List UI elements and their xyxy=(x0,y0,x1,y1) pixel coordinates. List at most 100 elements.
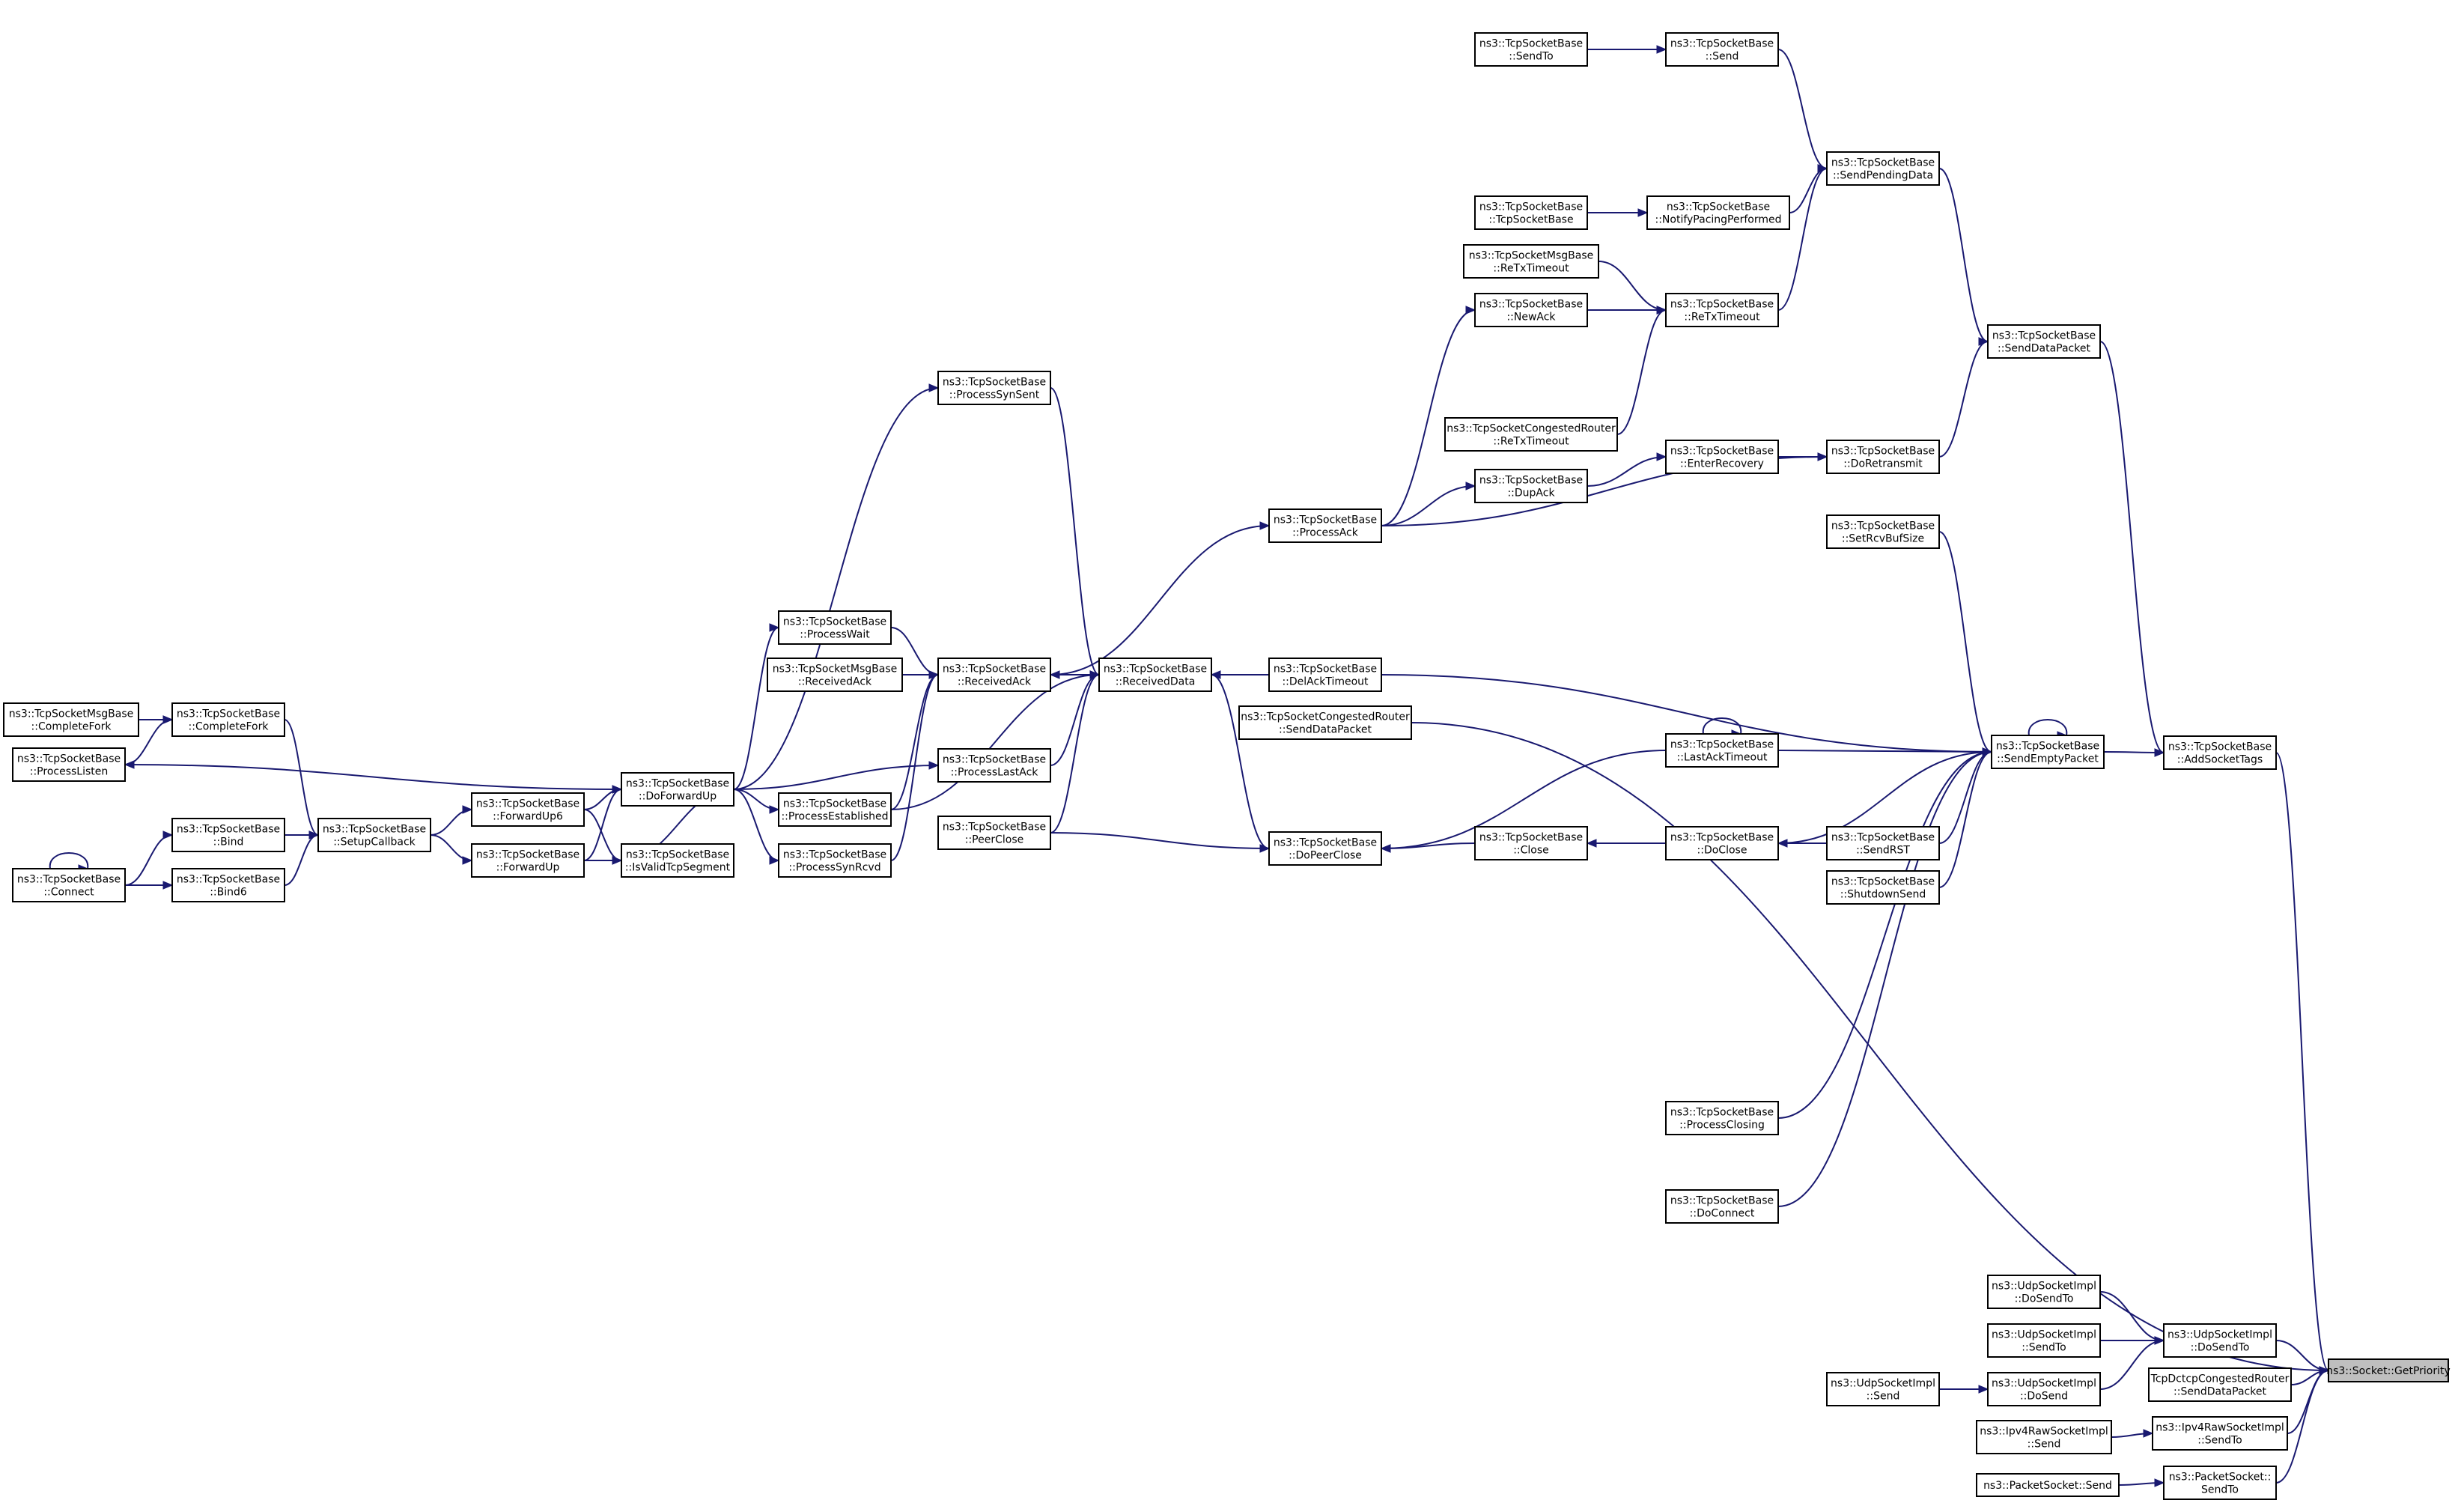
node-box xyxy=(1826,870,1940,905)
node-sendrst[interactable]: ns3::TcpSocketBase::SendRST xyxy=(1826,826,1940,860)
node-retxtimeout[interactable]: ns3::TcpSocketBase::ReTxTimeout xyxy=(1665,293,1779,327)
node-box xyxy=(2163,1466,2277,1500)
node-doforwardup[interactable]: ns3::TcpSocketBase::DoForwardUp xyxy=(621,772,734,807)
node-forwardup6[interactable]: ns3::TcpSocketBase::ForwardUp6 xyxy=(471,792,585,827)
node-label-line: ns3::TcpSocketBase xyxy=(1479,299,1583,311)
node-peerclose[interactable]: ns3::TcpSocketBase::PeerClose xyxy=(937,816,1051,850)
node-sendpendingdata[interactable]: ns3::TcpSocketBase::SendPendingData xyxy=(1826,151,1940,186)
node-label-line: ::DoClose xyxy=(1697,845,1747,857)
node-processack[interactable]: ns3::TcpSocketBase::ProcessAck xyxy=(1268,508,1382,543)
node-box xyxy=(1665,733,1779,768)
node-box xyxy=(1976,1473,2120,1497)
node-label-line: ns3::TcpSocketBase xyxy=(1479,832,1583,844)
node-label-line: ::ProcessListen xyxy=(30,766,109,778)
node-dupack[interactable]: ns3::TcpSocketBase::DupAck xyxy=(1474,469,1588,503)
node-isvalidtcp[interactable]: ns3::TcpSocketBase::IsValidTcpSegment xyxy=(621,843,734,878)
node-packet_sendto[interactable]: ns3::PacketSocket::SendTo xyxy=(2163,1466,2277,1500)
node-dopeerclose[interactable]: ns3::TcpSocketBase::DoPeerClose xyxy=(1268,831,1382,866)
arrowhead-receivedack-to-processack xyxy=(1259,521,1271,530)
arrowhead-processack-to-newack xyxy=(1465,306,1476,315)
arrowhead-connect-to-bind6 xyxy=(162,881,174,890)
node-processsynsent[interactable]: ns3::TcpSocketBase::ProcessSynSent xyxy=(937,371,1051,405)
arrowhead-setupcallback-to-forwardup6 xyxy=(462,805,473,814)
node-bind[interactable]: ns3::TcpSocketBase::Bind xyxy=(171,818,285,852)
node-box xyxy=(1098,658,1212,692)
node-sendto[interactable]: ns3::TcpSocketBase::SendTo xyxy=(1474,32,1588,67)
node-msg_retx[interactable]: ns3::TcpSocketMsgBase::ReTxTimeout xyxy=(1463,244,1599,279)
arrowhead-close-to-dopeerclose xyxy=(1380,844,1391,853)
node-cong_retx[interactable]: ns3::TcpSocketCongestedRouter::ReTxTimeo… xyxy=(1444,417,1618,452)
arrowhead-packet_send-to-packet_sendto xyxy=(2154,1478,2165,1487)
node-udp_dosendto2[interactable]: ns3::UdpSocketImpl::DoSendTo xyxy=(1987,1275,2101,1309)
node-receiveddata[interactable]: ns3::TcpSocketBase::ReceivedData xyxy=(1098,658,1212,692)
node-udp_dosend[interactable]: ns3::UdpSocketImpl::DoSend xyxy=(1987,1372,2101,1406)
node-cong_senddata[interactable]: ns3::TcpSocketCongestedRouter::SendDataP… xyxy=(1238,705,1412,740)
node-label-line: ::ForwardUp xyxy=(496,862,560,874)
node-completefork[interactable]: ns3::TcpSocketBase::CompleteFork xyxy=(171,702,285,737)
edge-processsynsent-to-receiveddata xyxy=(1050,387,1100,675)
node-addsockettags[interactable]: ns3::TcpSocketBase::AddSocketTags xyxy=(2163,735,2277,770)
node-box xyxy=(471,792,585,827)
node-label-line: ns3::TcpSocketBase xyxy=(1274,664,1377,675)
node-bind6[interactable]: ns3::TcpSocketBase::Bind6 xyxy=(171,868,285,902)
node-dctcp_senddata[interactable]: TcpDctcpCongestedRouter::SendDataPacket xyxy=(2148,1367,2292,1402)
node-box xyxy=(2328,1358,2449,1382)
node-label-line: ::DoSend xyxy=(2020,1391,2068,1403)
node-label-line: ::NewAck xyxy=(1506,312,1556,324)
node-label-line: ns3::TcpSocketBase xyxy=(1667,201,1770,213)
node-processsynrcvd[interactable]: ns3::TcpSocketBase::ProcessSynRcvd xyxy=(778,843,892,878)
node-notifypacing[interactable]: ns3::TcpSocketBase::NotifyPacingPerforme… xyxy=(1646,195,1790,230)
node-ipv4raw_sendto[interactable]: ns3::Ipv4RawSocketImpl::SendTo xyxy=(2152,1416,2288,1451)
node-doconnect[interactable]: ns3::TcpSocketBase::DoConnect xyxy=(1665,1189,1779,1224)
node-receivedack[interactable]: ns3::TcpSocketBase::ReceivedAck xyxy=(937,658,1051,692)
node-box xyxy=(1474,469,1588,503)
node-processclosing[interactable]: ns3::TcpSocketBase::ProcessClosing xyxy=(1665,1101,1779,1135)
arrowhead-doclose-to-close xyxy=(1586,839,1597,848)
node-box xyxy=(171,818,285,852)
node-connect[interactable]: ns3::TcpSocketBase::Connect xyxy=(12,868,126,902)
node-ctor[interactable]: ns3::TcpSocketBase::TcpSocketBase xyxy=(1474,195,1588,230)
edge-dupack-to-enterrecovery xyxy=(1587,456,1667,487)
node-forwardup[interactable]: ns3::TcpSocketBase::ForwardUp xyxy=(471,843,585,878)
node-udp_send[interactable]: ns3::UdpSocketImpl::Send xyxy=(1826,1372,1940,1406)
node-send[interactable]: ns3::TcpSocketBase::Send xyxy=(1665,32,1779,67)
node-udp_sendto[interactable]: ns3::UdpSocketImpl::SendTo xyxy=(1987,1323,2101,1358)
graph-nodes: ns3::Socket::GetPriority ns3::TcpSocketBa… xyxy=(3,32,2451,1500)
edge-cong_senddata-to-getpriority xyxy=(1411,722,2329,1371)
node-sendemptypacket[interactable]: ns3::TcpSocketBase::SendEmptyPacket xyxy=(1991,735,2105,769)
node-label-line: ::PeerClose xyxy=(965,834,1024,846)
node-doretransmit[interactable]: ns3::TcpSocketBase::DoRetransmit xyxy=(1826,440,1940,474)
node-senddatapacket[interactable]: ns3::TcpSocketBase::SendDataPacket xyxy=(1987,324,2101,359)
node-msg_recvack[interactable]: ns3::TcpSocketMsgBase::ReceivedAck xyxy=(767,658,903,692)
node-label-line: ns3::TcpSocketBase xyxy=(1996,741,2099,753)
node-processestablished[interactable]: ns3::TcpSocketBase::ProcessEstablished xyxy=(778,792,892,827)
node-label-line: ns3::TcpSocketBase xyxy=(783,798,886,810)
node-label-line: ::ProcessEstablished xyxy=(781,811,888,823)
node-newack[interactable]: ns3::TcpSocketBase::NewAck xyxy=(1474,293,1588,327)
edge-retxtimeout-to-sendpendingdata xyxy=(1777,168,1828,311)
node-label-line: ns3::TcpSocketBase xyxy=(1831,446,1935,458)
edge-lastacktimeout-to-lastacktimeout xyxy=(1702,717,1742,735)
node-doclose[interactable]: ns3::TcpSocketBase::DoClose xyxy=(1665,826,1779,860)
node-udp_dosendto[interactable]: ns3::UdpSocketImpl::DoSendTo xyxy=(2163,1323,2277,1358)
node-box xyxy=(778,792,892,827)
node-lastacktimeout[interactable]: ns3::TcpSocketBase::LastAckTimeout xyxy=(1665,733,1779,768)
node-processwait[interactable]: ns3::TcpSocketBase::ProcessWait xyxy=(778,610,892,645)
node-box xyxy=(1987,1323,2101,1358)
node-label-line: ns3::UdpSocketImpl xyxy=(1992,1329,2096,1341)
node-packet_send[interactable]: ns3::PacketSocket::Send xyxy=(1976,1473,2120,1497)
node-msg_completefork[interactable]: ns3::TcpSocketMsgBase::CompleteFork xyxy=(3,702,139,737)
arrowhead-ipv4raw_send-to-ipv4raw_sendto xyxy=(2143,1429,2154,1438)
node-setupcallback[interactable]: ns3::TcpSocketBase::SetupCallback xyxy=(317,818,431,852)
node-getpriority[interactable]: ns3::Socket::GetPriority xyxy=(2326,1358,2451,1382)
node-close[interactable]: ns3::TcpSocketBase::Close xyxy=(1474,826,1588,860)
node-processlastack[interactable]: ns3::TcpSocketBase::ProcessLastAck xyxy=(937,748,1051,783)
node-ipv4raw_send[interactable]: ns3::Ipv4RawSocketImpl::Send xyxy=(1976,1420,2112,1454)
node-delacktimeout[interactable]: ns3::TcpSocketBase::DelAckTimeout xyxy=(1268,658,1382,692)
node-processlisten[interactable]: ns3::TcpSocketBase::ProcessListen xyxy=(12,747,126,782)
node-label-line: ::Bind xyxy=(213,836,244,848)
node-setrcvbuf[interactable]: ns3::TcpSocketBase::SetRcvBufSize xyxy=(1826,514,1940,549)
node-enterrecovery[interactable]: ns3::TcpSocketBase::EnterRecovery xyxy=(1665,440,1779,474)
node-shutdownsend[interactable]: ns3::TcpSocketBase::ShutdownSend xyxy=(1826,870,1940,905)
node-label-line: ns3::TcpSocketMsgBase xyxy=(9,708,133,720)
